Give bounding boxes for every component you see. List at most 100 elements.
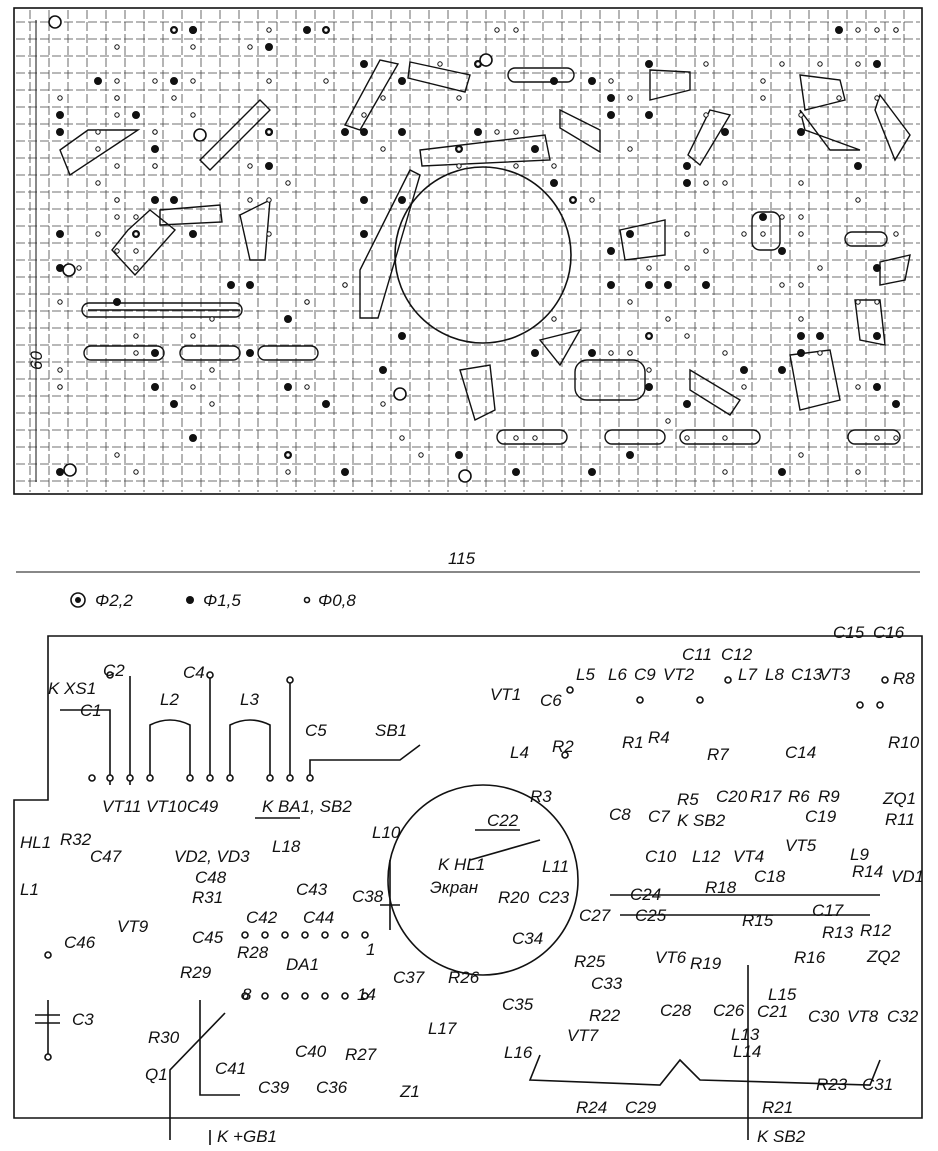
pad bbox=[513, 163, 519, 169]
pad bbox=[893, 435, 899, 441]
pad bbox=[266, 231, 272, 237]
component-pad bbox=[44, 951, 52, 959]
component-label: C31 bbox=[862, 1075, 893, 1094]
mounting-hole bbox=[63, 463, 77, 477]
legend-label: Φ2,2 bbox=[95, 591, 133, 610]
pad bbox=[798, 316, 804, 322]
component-label: C28 bbox=[660, 1001, 692, 1020]
pad bbox=[190, 333, 196, 339]
pad bbox=[266, 129, 272, 135]
pad bbox=[608, 78, 614, 84]
component-label: C16 bbox=[873, 623, 905, 642]
component-label: C29 bbox=[625, 1098, 657, 1117]
pad bbox=[817, 61, 823, 67]
pad bbox=[740, 366, 748, 374]
component-label: C2 bbox=[103, 661, 125, 680]
component-label: C23 bbox=[538, 888, 570, 907]
board-pads bbox=[48, 15, 900, 483]
pad bbox=[816, 332, 824, 340]
mounting-hole bbox=[393, 387, 407, 401]
legend-label: Φ1,5 bbox=[203, 591, 241, 610]
component-label: C27 bbox=[579, 906, 611, 925]
component-label: R8 bbox=[893, 669, 915, 688]
pad bbox=[893, 231, 899, 237]
component-pad bbox=[341, 931, 349, 939]
component-label: VT3 bbox=[819, 665, 851, 684]
component-label: VT10 bbox=[146, 797, 187, 816]
pad bbox=[152, 163, 158, 169]
pad bbox=[285, 469, 291, 475]
component-label: R13 bbox=[822, 923, 854, 942]
component-label: C20 bbox=[716, 787, 748, 806]
pad bbox=[114, 95, 120, 101]
component-label: L16 bbox=[504, 1043, 533, 1062]
component-label: L1 bbox=[20, 880, 39, 899]
component-label: R1 bbox=[622, 733, 644, 752]
pad bbox=[95, 231, 101, 237]
pad bbox=[855, 27, 861, 33]
pad bbox=[360, 60, 368, 68]
pad bbox=[323, 27, 329, 33]
pad bbox=[874, 299, 880, 305]
screen-cutout bbox=[394, 166, 572, 344]
pad bbox=[760, 231, 766, 237]
pad bbox=[684, 435, 690, 441]
legend-label: Φ0,8 bbox=[318, 591, 356, 610]
component-label: C30 bbox=[808, 1007, 840, 1026]
pad bbox=[76, 265, 82, 271]
component-label: R18 bbox=[705, 878, 737, 897]
component-label: L3 bbox=[240, 690, 259, 709]
component-label: SB1 bbox=[375, 721, 407, 740]
pad bbox=[759, 213, 767, 221]
pad bbox=[645, 60, 653, 68]
component-label: C44 bbox=[303, 908, 334, 927]
component-label: C19 bbox=[805, 807, 837, 826]
component-label: R2 bbox=[552, 737, 574, 756]
large-hole-icon-center bbox=[75, 597, 81, 603]
pad bbox=[817, 265, 823, 271]
component-label: R12 bbox=[860, 921, 892, 940]
pad bbox=[133, 231, 139, 237]
component-label: Z1 bbox=[399, 1082, 420, 1101]
pad bbox=[95, 146, 101, 152]
board-grid bbox=[16, 10, 920, 492]
pad bbox=[323, 78, 329, 84]
pad bbox=[303, 26, 311, 34]
component-pad bbox=[361, 992, 369, 1000]
component-pad bbox=[301, 992, 309, 1000]
pad bbox=[721, 128, 729, 136]
pad bbox=[665, 316, 671, 322]
pad bbox=[779, 282, 785, 288]
pad bbox=[246, 349, 254, 357]
pad bbox=[152, 129, 158, 135]
board-outline bbox=[13, 7, 923, 495]
component-label: C45 bbox=[192, 928, 224, 947]
component-pad bbox=[341, 992, 349, 1000]
component-label: C10 bbox=[645, 847, 677, 866]
component-label: L11 bbox=[542, 857, 569, 876]
component-label: C49 bbox=[187, 797, 219, 816]
component-label: C4 bbox=[183, 663, 205, 682]
wiring bbox=[35, 675, 881, 1145]
component-label: C21 bbox=[757, 1002, 788, 1021]
component-label: C6 bbox=[540, 691, 562, 710]
pad bbox=[778, 366, 786, 374]
component-label: C1 bbox=[80, 701, 102, 720]
pad bbox=[304, 384, 310, 390]
pad bbox=[665, 418, 671, 424]
component-label: Экран bbox=[430, 878, 479, 897]
pad bbox=[703, 61, 709, 67]
pad bbox=[627, 95, 633, 101]
pad bbox=[722, 350, 728, 356]
component-label: C40 bbox=[295, 1042, 327, 1061]
component-label: C35 bbox=[502, 995, 534, 1014]
pad bbox=[760, 95, 766, 101]
pad bbox=[798, 231, 804, 237]
pad bbox=[133, 350, 139, 356]
component-label: K SB2 bbox=[677, 811, 726, 830]
component-label: R32 bbox=[60, 830, 92, 849]
component-label: C18 bbox=[754, 867, 786, 886]
pad bbox=[190, 112, 196, 118]
pad bbox=[512, 468, 520, 476]
component-label: ZQ2 bbox=[866, 947, 901, 966]
